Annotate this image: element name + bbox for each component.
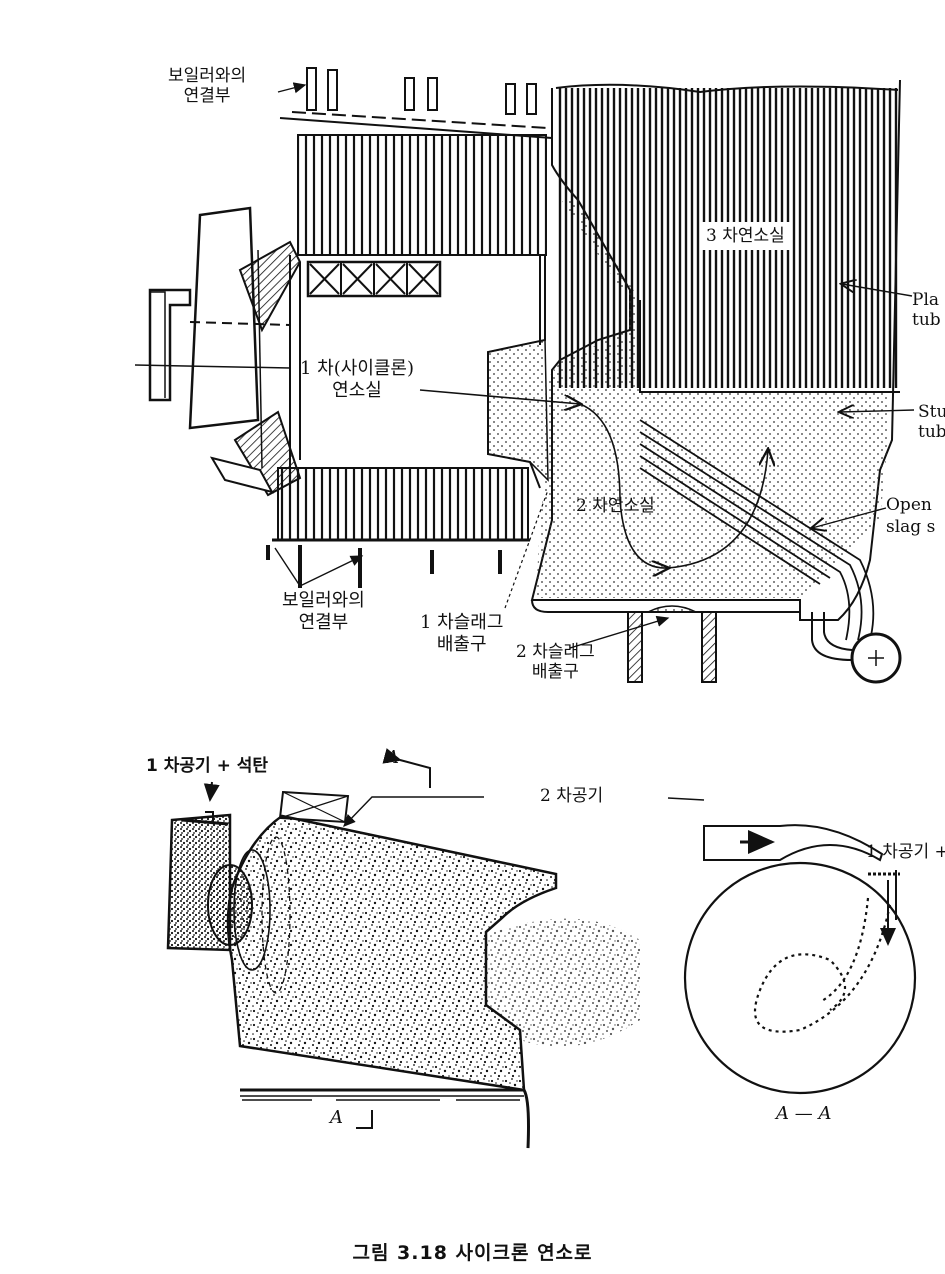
x-box-row [306,260,442,298]
label-secondary-slag-outlet: 2 차슬래그 배출구 [516,642,595,682]
label-platen-tube: Pla tub [912,290,941,330]
cyclone-side-view [166,748,640,1149]
cyclone-cross-section [683,861,917,1095]
flame-spray [486,918,640,1047]
swirl-path-dotted [754,904,892,1033]
leader-platen [842,284,913,297]
throat-slag-region [487,339,549,482]
burner-housing [134,206,302,497]
label-section-a-top: A [386,747,399,768]
lower-tube-bank [277,467,529,541]
leader-primary-slag [504,489,549,609]
secondary-furnace-fill [536,195,888,598]
leader-secondary-slag [569,615,670,649]
label-primary-air-right: 1 차공기 + [866,842,945,862]
label-boiler-connection-top: 보일러와의 연결부 [168,66,247,106]
leader-stud [840,410,915,412]
cross-section-aa [667,797,917,1095]
section-mark-bottom [356,1110,373,1129]
primary-flow-arrow [419,389,580,404]
arrow-primary-air-coal [203,781,220,802]
label-tertiary-furnace: 3 차연소실 [706,226,785,246]
leader-top-connection [277,82,307,94]
figure-caption: 그림 3.18 사이크론 연소로 [352,1242,593,1264]
top-connection-pipes [279,67,553,139]
label-secondary-air: 2 차공기 [540,786,604,806]
swirl-flow-path [579,403,668,568]
upper-tube-bank [297,134,547,256]
label-section-aa: A — A [776,1103,832,1124]
leader-bottom-connection [274,548,362,587]
label-primary-air-coal: 1 차공기 + 석탄 [146,756,269,776]
label-secondary-furnace: 2 차연소실 [576,496,655,516]
section-mark-top [382,748,431,788]
label-boiler-connection-bottom: 보일러와의 연결부 [282,590,365,633]
label-stud-tube: Stu tub [918,402,945,442]
secondary-slag-outlet-chute [627,611,717,683]
top-furnace-diagram [134,67,915,684]
label-section-a-bottom: A [330,1107,343,1128]
label-primary-slag-outlet: 1 차슬래그 배출구 [420,612,504,655]
leader-open-slag [812,507,887,528]
secondary-air-inlet-duct [703,824,884,862]
label-open-slag: Open slag s [886,495,936,537]
label-primary-cyclone-furnace: 1 차(사이클론) 연소실 [300,358,415,401]
